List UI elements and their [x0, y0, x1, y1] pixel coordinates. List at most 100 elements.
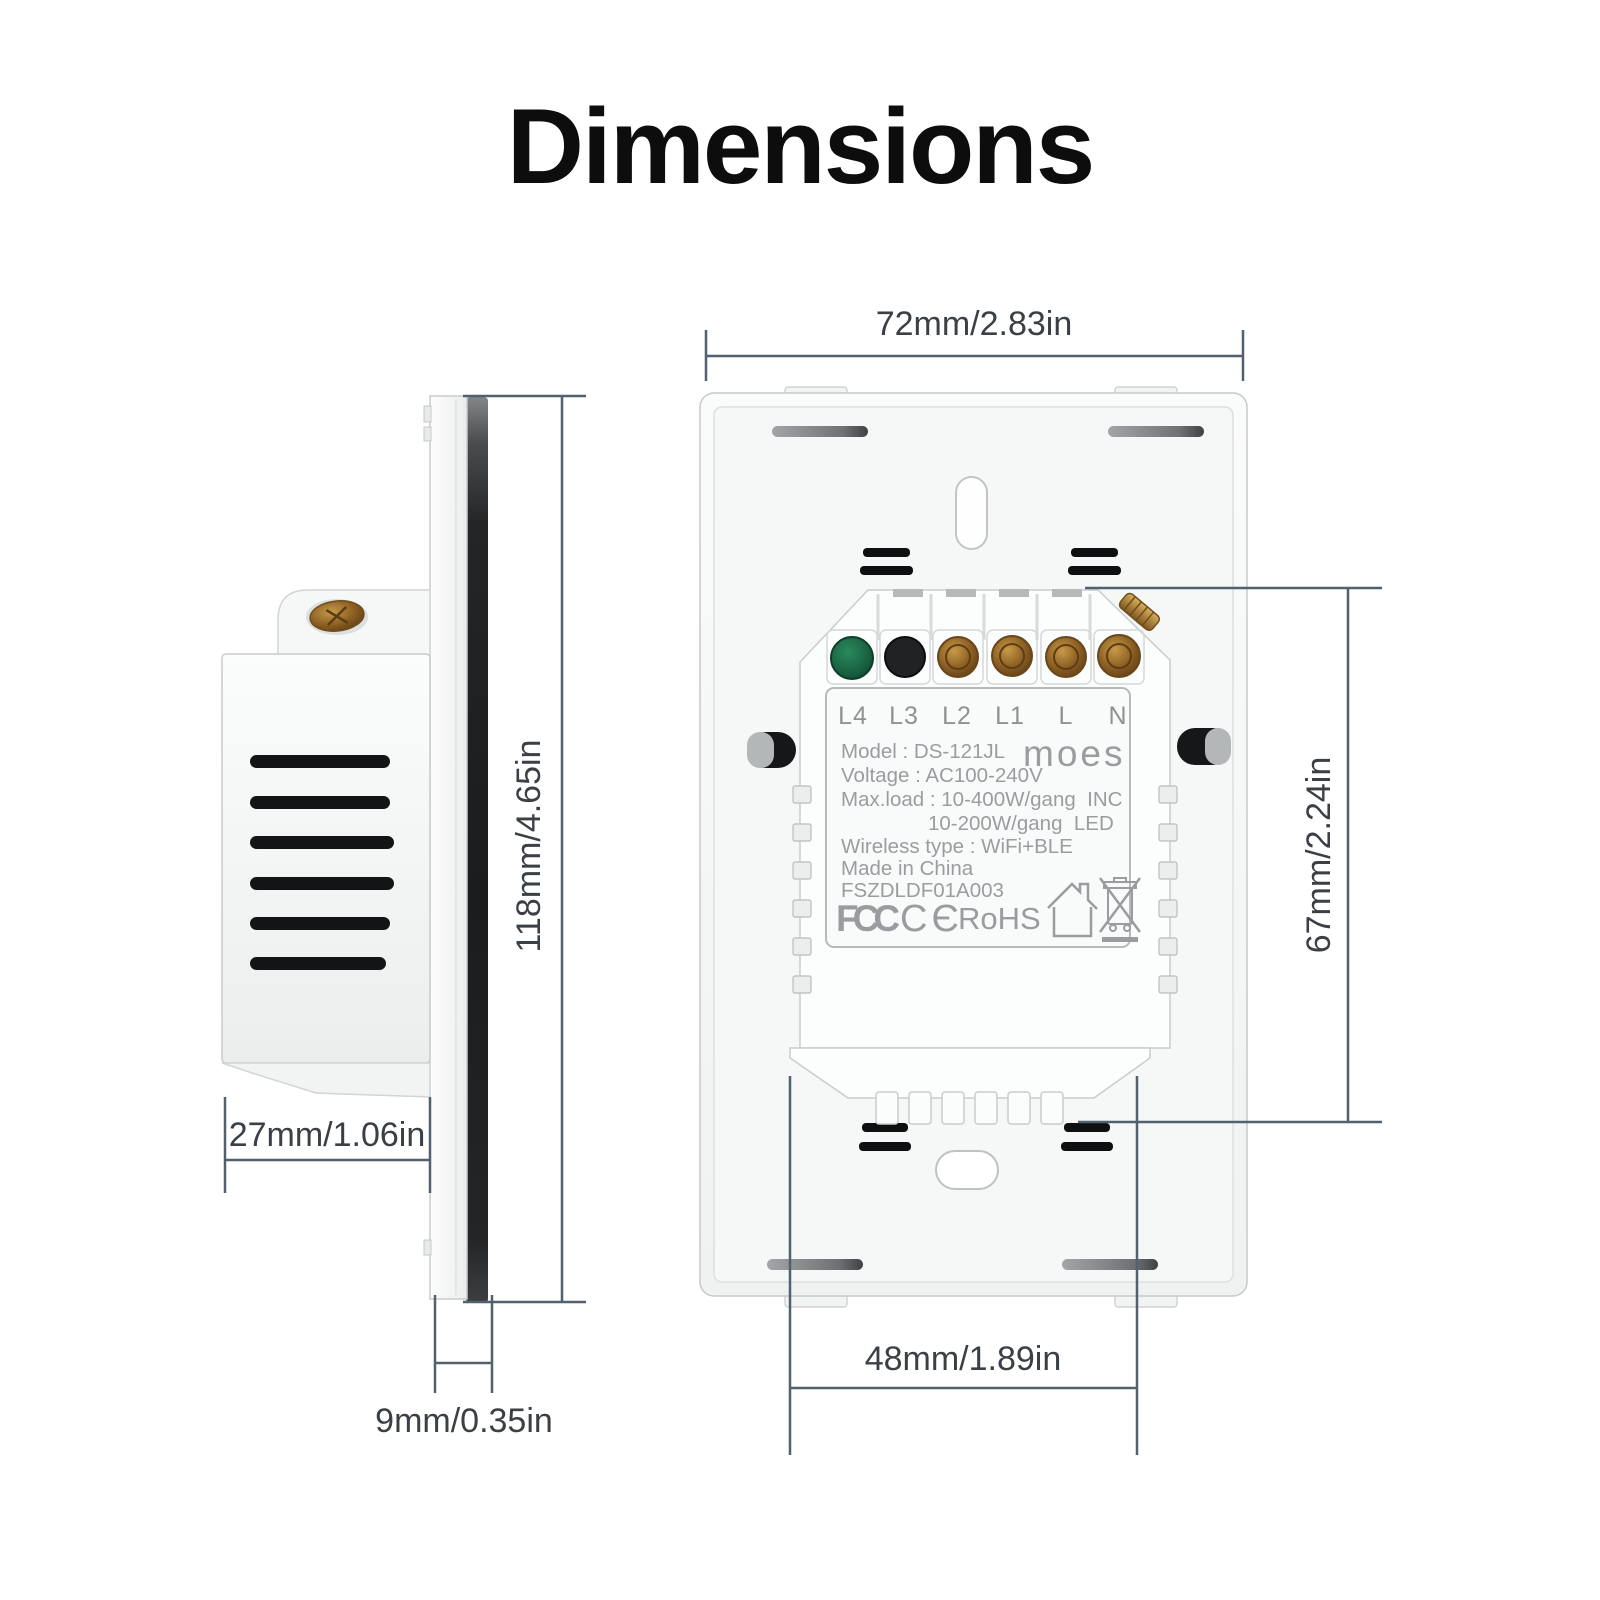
- notch: [1158, 899, 1178, 918]
- terminal-label-n: N: [1108, 702, 1127, 730]
- terminal-knurl: [945, 644, 971, 670]
- back-slot-top-left: [772, 426, 868, 437]
- terminal-bay: [826, 629, 878, 685]
- back-bottom-oval-slot: [935, 1150, 999, 1190]
- side-glass-panel: [466, 397, 488, 1303]
- house-icon: [1047, 882, 1098, 938]
- fcc-mark: FCC: [836, 898, 899, 939]
- notch: [1158, 861, 1178, 880]
- terminal-label-l3: L3: [889, 702, 919, 730]
- notch: [792, 823, 812, 842]
- page-title: Dimensions: [506, 86, 1095, 206]
- module-side-notches-right: [1158, 785, 1178, 994]
- notch: [792, 975, 812, 994]
- dim-line-module-height: [1078, 586, 1382, 1124]
- notch: [792, 861, 812, 880]
- bin-handle: [1113, 877, 1127, 882]
- side-mount-screw: [309, 600, 365, 632]
- back-side-hole-right-shade: [1205, 728, 1231, 765]
- terminal-bay: [986, 629, 1038, 685]
- back-slot-top-right: [1108, 426, 1204, 437]
- terminal-l3-black: [884, 636, 926, 678]
- terminal-n-brass: [1097, 634, 1141, 678]
- bin-cross: [1098, 877, 1142, 933]
- dim-line-back-width: [704, 330, 1245, 381]
- terminal-label-l4: L4: [838, 702, 868, 730]
- terminal-screw-popped: [1118, 592, 1160, 631]
- device-label: L4 L3 L2 L1 L N moes Model : DS-121JL Vo…: [825, 687, 1142, 948]
- comb-tab: [1007, 1091, 1031, 1125]
- back-vent-top-left-2: [860, 566, 913, 575]
- side-body-box: [221, 653, 431, 1064]
- rohs-mark: RoHS: [958, 901, 1041, 936]
- dimension-labels: 72mm/2.83in 67mm/2.24in 48mm/1.89in 118m…: [229, 305, 1338, 1440]
- side-view: [221, 395, 488, 1303]
- house-walls: [1052, 907, 1093, 938]
- back-vent-top-left-1: [863, 548, 910, 557]
- dim-panel-thickness: 9mm/0.35in: [375, 1402, 553, 1440]
- side-vent-slot-5: [250, 917, 390, 930]
- module-side-notches-left: [792, 785, 812, 994]
- terminal-l1-brass: [991, 635, 1033, 677]
- dim-line-plate-height: [463, 394, 586, 1304]
- module-bottom-flange: [789, 1047, 1151, 1099]
- terminal-l4-green: [830, 636, 874, 680]
- terminal-bay: [1093, 629, 1145, 685]
- terminal-knurl: [1053, 644, 1079, 670]
- side-vent-slot-6: [250, 957, 386, 970]
- comb-tab: [875, 1091, 899, 1125]
- comb-tab: [1040, 1091, 1064, 1125]
- dim-back-width: 72mm/2.83in: [876, 305, 1073, 343]
- notch: [1158, 937, 1178, 956]
- terminal-label-l: L: [1059, 702, 1074, 730]
- weee-bin-icon: [1098, 877, 1142, 942]
- ce-mark: CЄ: [900, 898, 963, 940]
- brand-logo: moes: [1023, 733, 1125, 774]
- notch: [792, 899, 812, 918]
- terminal-bay: [932, 629, 984, 685]
- back-vent-top-right-1: [1071, 548, 1118, 557]
- notch: [1158, 975, 1178, 994]
- back-keyhole-slot: [955, 476, 988, 550]
- side-vent-slot-4: [250, 877, 394, 890]
- terminal-knurl: [999, 643, 1025, 669]
- label-voltage: Voltage : AC100-240V: [841, 764, 1043, 787]
- bin-wheel: [1109, 924, 1117, 932]
- terminal-top-gap: [1052, 589, 1082, 597]
- comb-tab: [941, 1091, 965, 1125]
- side-clip-nub-bottom: [423, 1239, 432, 1256]
- dim-module-height: 67mm/2.24in: [1300, 757, 1338, 954]
- side-vent-slot-1: [250, 755, 390, 768]
- terminal-bay: [879, 629, 931, 685]
- side-vent-slot-3: [250, 836, 394, 849]
- back-view: L4 L3 L2 L1 L N moes Model : DS-121JL Vo…: [699, 386, 1248, 1308]
- back-vent-bottom-right-1: [1064, 1123, 1110, 1132]
- comb-tab: [974, 1091, 998, 1125]
- terminal-l2-brass: [937, 636, 979, 678]
- screw-threads: [1123, 596, 1155, 627]
- back-vent-bottom-right-2: [1061, 1142, 1113, 1151]
- side-clip-nub-top-1: [423, 405, 432, 423]
- side-bottom-ledge: [221, 1062, 431, 1098]
- terminal-label-l1: L1: [995, 702, 1025, 730]
- label-code: FSZDLDF01A003: [841, 879, 1004, 902]
- terminal-dividers: [876, 594, 1092, 640]
- label-model: Model : DS-121JL: [841, 740, 1005, 763]
- dim-body-depth: 27mm/1.06in: [229, 1116, 426, 1154]
- label-max-load-2: 10-200W/gang LED: [928, 812, 1114, 835]
- dim-mount-width: 48mm/1.89in: [865, 1340, 1062, 1378]
- house-roof: [1047, 882, 1098, 910]
- notch: [1158, 785, 1178, 804]
- back-vent-bottom-left-2: [859, 1142, 911, 1151]
- label-origin: Made in China: [841, 857, 974, 880]
- back-slot-bottom-right: [1062, 1259, 1158, 1270]
- screw-slot: [325, 606, 349, 626]
- label-wireless: Wireless type : WiFi+BLE: [841, 835, 1073, 858]
- label-border: [825, 687, 1131, 948]
- terminal-block: [826, 589, 1160, 685]
- bin-wheel: [1123, 924, 1131, 932]
- back-vent-top-right-2: [1068, 566, 1121, 575]
- module-bottom-comb: [875, 1091, 1064, 1125]
- dim-line-body-depth: [223, 1097, 432, 1193]
